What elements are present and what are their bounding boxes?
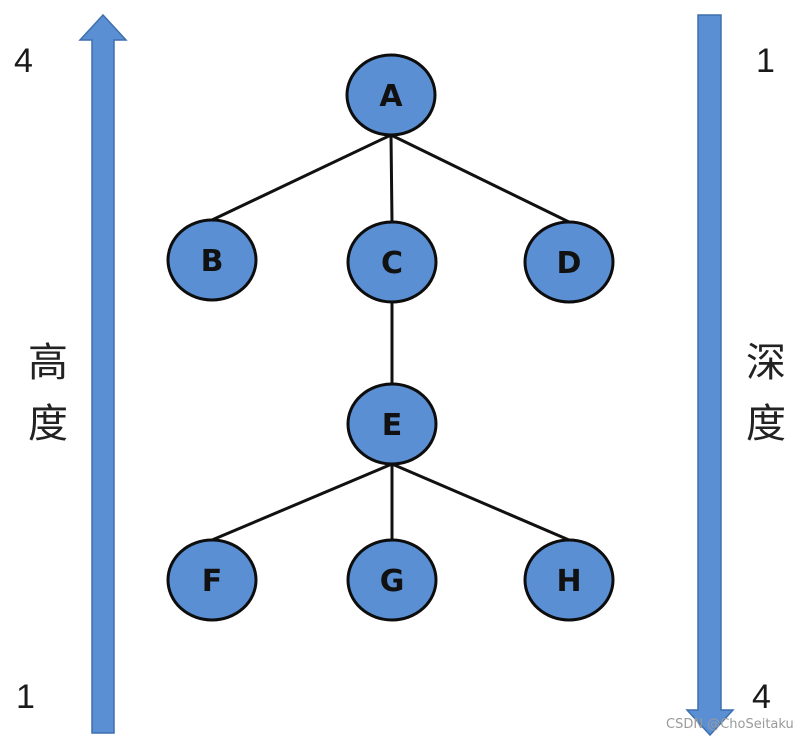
tree-node-f: F bbox=[166, 538, 258, 622]
tree-node-g: G bbox=[346, 538, 438, 622]
edge-a-b bbox=[211, 133, 392, 222]
tree-nodes: A B C D E F G H bbox=[166, 53, 615, 622]
node-label-g: G bbox=[380, 564, 405, 599]
node-circle-b bbox=[166, 218, 258, 302]
edge-a-d bbox=[390, 133, 570, 224]
csdn-watermark: CSDN @ChoSeitaku bbox=[666, 717, 794, 732]
node-label-h: H bbox=[556, 564, 581, 599]
tree-node-a: A bbox=[345, 53, 437, 137]
height-bottom-value: 1 bbox=[16, 678, 35, 716]
node-label-d: D bbox=[557, 246, 582, 281]
node-circle-h bbox=[523, 538, 615, 622]
tree-node-c: C bbox=[346, 220, 438, 304]
edge-e-f bbox=[211, 462, 393, 542]
node-circle-f bbox=[166, 538, 258, 622]
tree-node-h: H bbox=[523, 538, 615, 622]
node-label-b: B bbox=[201, 244, 224, 279]
node-circle-g bbox=[346, 538, 438, 622]
node-label-a: A bbox=[379, 79, 403, 114]
node-circle-c bbox=[346, 220, 438, 304]
tree-node-e: E bbox=[346, 382, 438, 466]
node-label-e: E bbox=[382, 408, 403, 443]
tree-node-b: B bbox=[166, 218, 258, 302]
node-label-f: F bbox=[202, 564, 223, 599]
height-arrow-up bbox=[78, 13, 128, 734]
edge-a-c bbox=[389, 134, 394, 223]
edge-e-h bbox=[391, 462, 570, 542]
node-circle-d bbox=[523, 220, 615, 304]
depth-label-char-1: 深 bbox=[746, 340, 786, 386]
node-circle-a bbox=[345, 53, 437, 137]
height-top-value: 4 bbox=[14, 42, 33, 80]
height-label-char-2: 度 bbox=[28, 401, 68, 447]
tree-edges bbox=[211, 133, 570, 542]
depth-bottom-value: 4 bbox=[752, 678, 771, 716]
tree-node-d: D bbox=[523, 220, 615, 304]
height-label-char-1: 高 bbox=[28, 340, 68, 386]
node-circle-e bbox=[346, 382, 438, 466]
node-label-c: C bbox=[381, 246, 403, 281]
depth-arrow-down bbox=[685, 14, 735, 737]
depth-top-value: 1 bbox=[756, 42, 775, 80]
depth-label-char-2: 度 bbox=[746, 401, 786, 447]
